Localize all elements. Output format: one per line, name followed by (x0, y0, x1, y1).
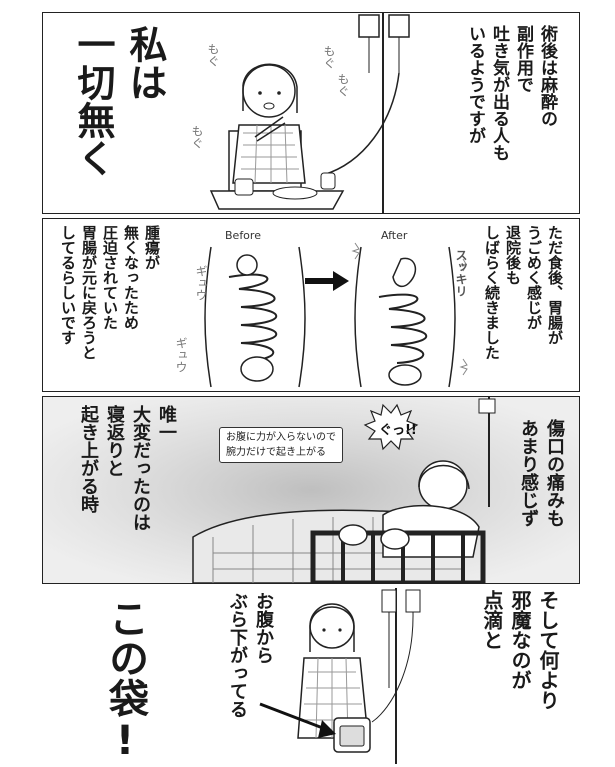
caption-box: お腹に力が入らないので 腕力だけで起き上がる (219, 427, 343, 463)
panel4-narration-mid: お腹から ぶら下がってる (227, 592, 274, 718)
panel-2: Before After ギュウ ギュウ スッキリ ただ食後、胃腸が うごめく感… (42, 218, 580, 392)
panel1-narration: 術後は麻酔の 副作用で 吐き気が出る人も いるようですが (465, 25, 557, 161)
sfx-mogu-3: もぐ (336, 73, 350, 97)
label-after: After (381, 229, 408, 242)
panel-1: もぐ もぐ もぐ もぐ 術後は麻酔の 副作用で 吐き気が出る人も いるようですが… (42, 12, 580, 214)
iv-bag-illustration (259, 588, 421, 764)
shout-text: ぐっ!! (379, 423, 417, 438)
panel4-headline: この袋! (102, 598, 148, 764)
panel1-headline: 私は 一切無く (71, 25, 167, 177)
panel-3: ぐっ!! お腹に力が入らないので 腕力だけで起き上がる 傷口の痛みも あまり感じ… (42, 396, 580, 584)
sfx-mogu-2: もぐ (322, 45, 336, 69)
panel4-narration-right: そして何より 邪魔なのが 点滴と (480, 590, 560, 710)
sfx-mogu-1: もぐ (206, 43, 220, 67)
panel3-narration-left: 唯一 大変だったのは 寝返りと 起き上がる時 (78, 405, 177, 531)
sfx-gyuu-2: ギュウ (174, 337, 188, 373)
label-before: Before (225, 229, 261, 242)
panel-4: そして何より 邪魔なのが 点滴と お腹から ぶら下がってる この袋! (42, 588, 578, 764)
intestines-illustration (204, 242, 468, 388)
sfx-gyuu-1: ギュウ (194, 265, 208, 301)
eating-illustration (209, 13, 410, 213)
panel3-narration-right: 傷口の痛みも あまり感じず (518, 419, 565, 527)
panel2-narration-left: 腫瘍が 無くなったため 圧迫されていた 胃腸が元に戻ろうと してるらしいです (59, 225, 161, 360)
sfx-sukkiri: スッキリ (454, 249, 468, 297)
panel2-narration-right: ただ食後、胃腸が うごめく感じが 退院後も しばらく続きました (483, 225, 564, 360)
sfx-mogu-4: もぐ (190, 125, 204, 149)
